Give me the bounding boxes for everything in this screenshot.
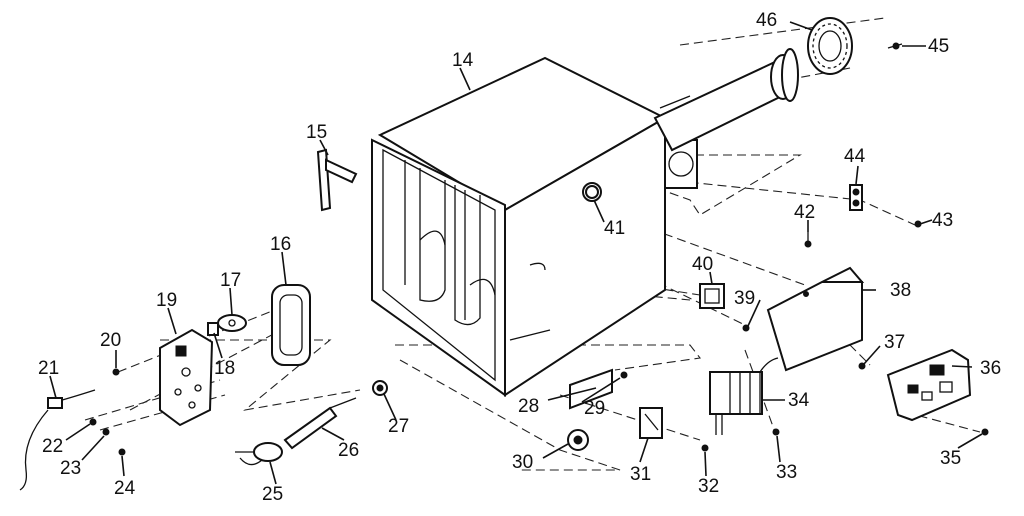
label-24: 24 xyxy=(114,478,136,499)
label-21: 21 xyxy=(38,358,59,379)
label-37: 37 xyxy=(884,332,905,353)
label-19: 19 xyxy=(156,290,177,311)
mounting-panel-part-38 xyxy=(766,266,865,372)
door-gasket-part-16 xyxy=(271,284,311,366)
label-14: 14 xyxy=(452,50,474,71)
bracket-part-31 xyxy=(639,407,663,439)
label-35: 35 xyxy=(940,448,961,469)
label-33: 33 xyxy=(776,462,797,483)
bracket-part-44 xyxy=(849,184,863,211)
label-42: 42 xyxy=(794,202,815,223)
label-20: 20 xyxy=(100,330,121,351)
label-31: 31 xyxy=(630,464,651,485)
label-40: 40 xyxy=(692,254,713,275)
screw-part-29 xyxy=(620,371,628,379)
label-34: 34 xyxy=(788,390,810,411)
gasket-part-17 xyxy=(217,314,247,332)
label-26: 26 xyxy=(338,440,359,461)
label-25: 25 xyxy=(262,484,283,505)
label-44: 44 xyxy=(844,146,866,167)
label-45: 45 xyxy=(928,36,949,57)
gasket-part-18 xyxy=(207,322,219,336)
screw-part-39 xyxy=(742,324,750,332)
screw-part-45 xyxy=(887,42,903,50)
control-board-part-36 xyxy=(886,348,972,422)
label-15: 15 xyxy=(306,122,327,143)
label-38: 38 xyxy=(890,280,911,301)
cabinet-part-14 xyxy=(371,56,698,397)
label-36: 36 xyxy=(980,358,1001,379)
screw-part-22 xyxy=(89,418,97,426)
label-16: 16 xyxy=(270,234,291,255)
screw-part-23 xyxy=(102,428,110,436)
label-28: 28 xyxy=(518,396,539,417)
bracket-part-15 xyxy=(316,148,358,212)
gas-valve-part-25 xyxy=(235,442,283,466)
part-labels: 14 15 16 17 18 19 20 21 22 23 24 25 26 2… xyxy=(38,10,1001,505)
screw-part-32 xyxy=(701,444,709,452)
label-43: 43 xyxy=(932,210,953,231)
grommet-part-41 xyxy=(585,185,599,199)
control-plate-part-19 xyxy=(159,328,214,427)
plug-part-30 xyxy=(567,429,589,451)
transformer-part-34 xyxy=(709,357,779,435)
label-39: 39 xyxy=(734,288,755,309)
flue-gasket-part-46 xyxy=(807,17,853,75)
label-41: 41 xyxy=(604,218,625,239)
screw-part-37 xyxy=(858,362,866,370)
label-32: 32 xyxy=(698,476,719,497)
leader-lines xyxy=(49,21,983,485)
label-17: 17 xyxy=(220,270,241,291)
burner-tube-part-26 xyxy=(283,397,357,450)
switch-part-40 xyxy=(699,283,725,309)
grommet-part-27 xyxy=(372,380,388,396)
screw-part-24 xyxy=(118,448,126,456)
label-27: 27 xyxy=(388,416,409,437)
label-22: 22 xyxy=(42,436,63,457)
flue-pipe xyxy=(653,48,799,152)
label-23: 23 xyxy=(60,458,81,479)
label-30: 30 xyxy=(512,452,533,473)
screw-part-42 xyxy=(804,232,812,248)
screw-part-20 xyxy=(112,368,120,376)
screw-part-33 xyxy=(772,428,780,436)
thermocouple-part-21 xyxy=(19,389,96,491)
label-18: 18 xyxy=(214,358,235,379)
label-29: 29 xyxy=(584,398,605,419)
label-46: 46 xyxy=(756,10,777,31)
screw-part-35 xyxy=(981,428,989,436)
